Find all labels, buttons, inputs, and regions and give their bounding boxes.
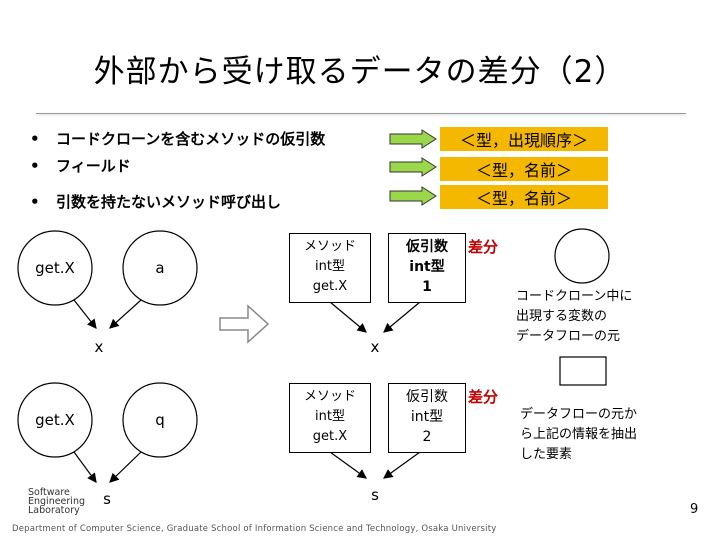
box-line: 仮引数 <box>406 239 448 255</box>
bullet-text: フィールド <box>56 157 131 175</box>
method-box-text: メソッド int型 get.X <box>289 387 371 447</box>
method-box-text: メソッド int型 get.X <box>289 237 371 297</box>
diff-label: 差分 <box>468 388 499 406</box>
slide-title: 外部から受け取るデータの差分（2） <box>93 54 627 90</box>
node-label-getx: get.X <box>35 259 75 277</box>
bullet-3: • 引数を持たないメソッド呼び出し <box>30 191 281 212</box>
param-box <box>388 233 466 303</box>
node-label-s: s <box>103 490 111 508</box>
right-arrow-icon <box>389 157 437 177</box>
bullet-marker: • <box>30 130 40 148</box>
method-box <box>289 233 371 303</box>
title-divider <box>36 113 686 114</box>
box-line: int型 <box>409 259 445 275</box>
note-line: ら上記の情報を抽出 <box>520 427 638 442</box>
box-line: メソッド <box>303 239 356 254</box>
box-line: get.X <box>312 429 348 444</box>
note-line: コードクローン中に <box>516 289 633 304</box>
logo-line: Engineering <box>28 496 85 507</box>
box-line: メソッド <box>303 389 356 404</box>
note-line: した要素 <box>520 447 573 462</box>
box-line: int型 <box>410 409 444 425</box>
node-circle <box>122 230 198 306</box>
bullet-1: • コードクローンを含むメソッドの仮引数 <box>30 128 325 149</box>
lab-logo: Software Engineering Laboratory <box>28 487 85 516</box>
big-arrow-icon <box>219 304 270 344</box>
page-number: 9 <box>690 502 699 517</box>
node-label-x: x <box>370 338 380 356</box>
legend-circle <box>554 228 610 284</box>
bullet-marker: • <box>30 157 40 175</box>
node-circle <box>122 382 198 458</box>
right-arrow-icon <box>389 186 437 206</box>
note-line: データフローの元か <box>520 407 638 422</box>
logo-line: Laboratory <box>28 505 80 516</box>
label-type-order: ＜型，出現順序＞ <box>440 127 608 151</box>
bullet-marker: • <box>30 193 40 211</box>
method-box <box>289 383 371 453</box>
box-line: get.X <box>312 279 348 294</box>
param-box-text: 仮引数 int型 1 <box>388 237 466 297</box>
box-line: int型 <box>315 409 345 424</box>
label-type-name: ＜型，名前＞ <box>440 157 608 181</box>
node-label-q: q <box>155 411 165 429</box>
label-type-name: ＜型，名前＞ <box>440 185 608 209</box>
box-line: 1 <box>422 279 432 295</box>
note-line: 出現する変数の <box>516 309 608 324</box>
bullet-text: 引数を持たないメソッド呼び出し <box>56 193 282 211</box>
node-label-s: s <box>371 486 379 504</box>
node-label-getx: get.X <box>35 411 75 429</box>
legend-circle-note: コードクローン中に 出現する変数の データフローの元 <box>516 287 632 347</box>
box-line: int型 <box>315 259 345 274</box>
diff-label: 差分 <box>468 238 499 256</box>
right-arrow-icon <box>389 129 437 149</box>
legend-rect-note: データフローの元か ら上記の情報を抽出 した要素 <box>520 405 637 465</box>
bullet-text: コードクローンを含むメソッドの仮引数 <box>56 130 326 148</box>
bullet-2: • フィールド <box>30 155 131 176</box>
footer-affiliation: Department of Computer Science, Graduate… <box>12 524 497 534</box>
box-line: 2 <box>422 429 432 445</box>
param-box <box>388 383 466 453</box>
logo-line: Software <box>28 487 70 498</box>
node-circle <box>17 382 93 458</box>
node-label-a: a <box>155 259 165 277</box>
legend-rect <box>559 356 607 386</box>
note-line: データフローの元 <box>516 329 621 344</box>
node-circle <box>17 230 93 306</box>
param-box-text: 仮引数 int型 2 <box>388 387 466 447</box>
box-line: 仮引数 <box>406 389 448 405</box>
node-label-x: x <box>94 338 104 356</box>
